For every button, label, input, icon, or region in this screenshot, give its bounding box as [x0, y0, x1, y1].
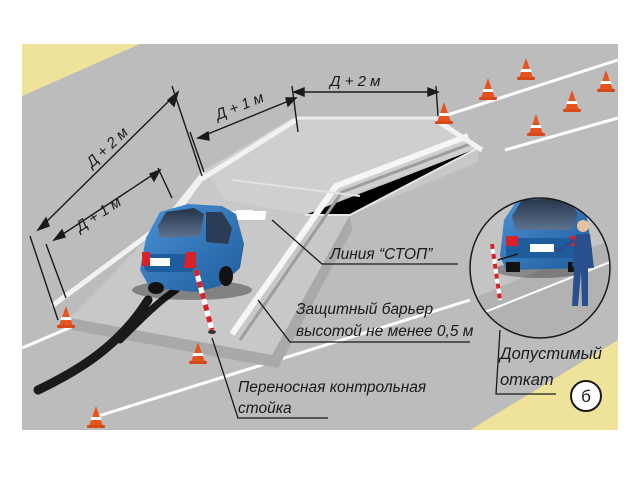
protective-barrier-shadow — [238, 142, 471, 341]
ramp-top-platform — [205, 118, 478, 215]
road-edge-line-far — [504, 116, 619, 152]
skid-mark-left — [33, 295, 153, 395]
dimension-d-plus-2-top: Д + 2 м — [328, 73, 380, 90]
label-barrier-line1: Защитный барьер — [296, 301, 433, 318]
protective-barrier-rail — [229, 133, 470, 336]
label-post-line2: стойка — [238, 400, 292, 417]
inset-rollback-view — [469, 197, 611, 339]
grass-top-left — [22, 44, 140, 96]
main-car — [132, 204, 254, 300]
label-stop-line: Линия “СТОП” — [329, 246, 433, 263]
figure-badge: б — [570, 380, 602, 412]
dimension-lines — [29, 85, 440, 321]
label-barrier-line2: высотой не менее 0,5 м — [296, 323, 474, 340]
leader-rollback — [495, 329, 556, 395]
ramp-structure — [50, 116, 484, 368]
skid-mark-right — [116, 286, 180, 344]
label-post-line1: Переносная контрольная — [238, 379, 426, 396]
road-edge-line-top — [437, 58, 619, 120]
label-rollback-line2: откат — [500, 371, 554, 389]
label-rollback-line1: Допустимый — [498, 345, 602, 363]
ramp-top-right-rail — [434, 117, 484, 153]
ramp-right-ridge — [305, 147, 479, 216]
ramp-crest-line — [231, 179, 361, 197]
leader-lines — [211, 219, 470, 419]
control-post-main — [193, 269, 216, 334]
ramp-top-left-rail — [198, 117, 298, 183]
figure-badge-letter: б — [581, 387, 591, 406]
